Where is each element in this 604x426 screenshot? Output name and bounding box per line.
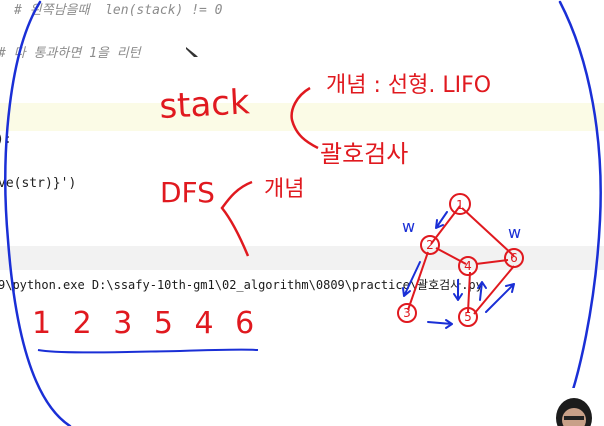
traverse-arrow-5-6 [485,283,515,313]
graph-node-5: 5 [464,310,472,324]
terminal-command: 9\python.exe D:\ssafy-10th-gm1\02_algori… [0,278,483,292]
traverse-arrow-4-down [453,279,463,301]
pen-cursor-icon [185,43,199,57]
graph-node-4: 4 [464,259,472,273]
graph-node-2: 2 [426,238,434,252]
dfs-brace [220,180,253,257]
traverse-arrow-3-5 [427,319,453,329]
editor-terminal-divider [0,246,604,270]
traverse-arrow-2-3 [402,261,421,297]
graph-node-1: 1 [456,198,464,212]
graph-node-3: 3 [403,306,411,320]
dfs-output-sequence: 1 2 3 5 4 6 [32,306,260,341]
concept-linear-lifo: 개념 : 선형. LIFO [326,73,491,98]
blue-enclosing-loop [4,0,602,426]
dfs-label: DFS [160,176,215,209]
stack-brace [290,86,319,150]
w-label-right: w [508,223,521,242]
current-line-highlight [0,103,604,131]
stack-label: stack [158,82,251,127]
bracket-check-label: 괄호검사 [320,140,408,168]
traverse-arrow-1-2 [435,211,448,229]
webcam-overlay [550,388,604,426]
dfs-concept-label: 개념 [264,177,304,202]
code-line-print: ve(str)}') [0,176,77,191]
w-label-left: w [402,217,415,236]
traverse-arrow-5-4 [477,281,487,301]
output-underline [37,348,259,354]
code-line-comment-1: # 왼쪽남을때 len(stack) != 0 [14,3,223,18]
graph-node-6: 6 [510,251,518,265]
